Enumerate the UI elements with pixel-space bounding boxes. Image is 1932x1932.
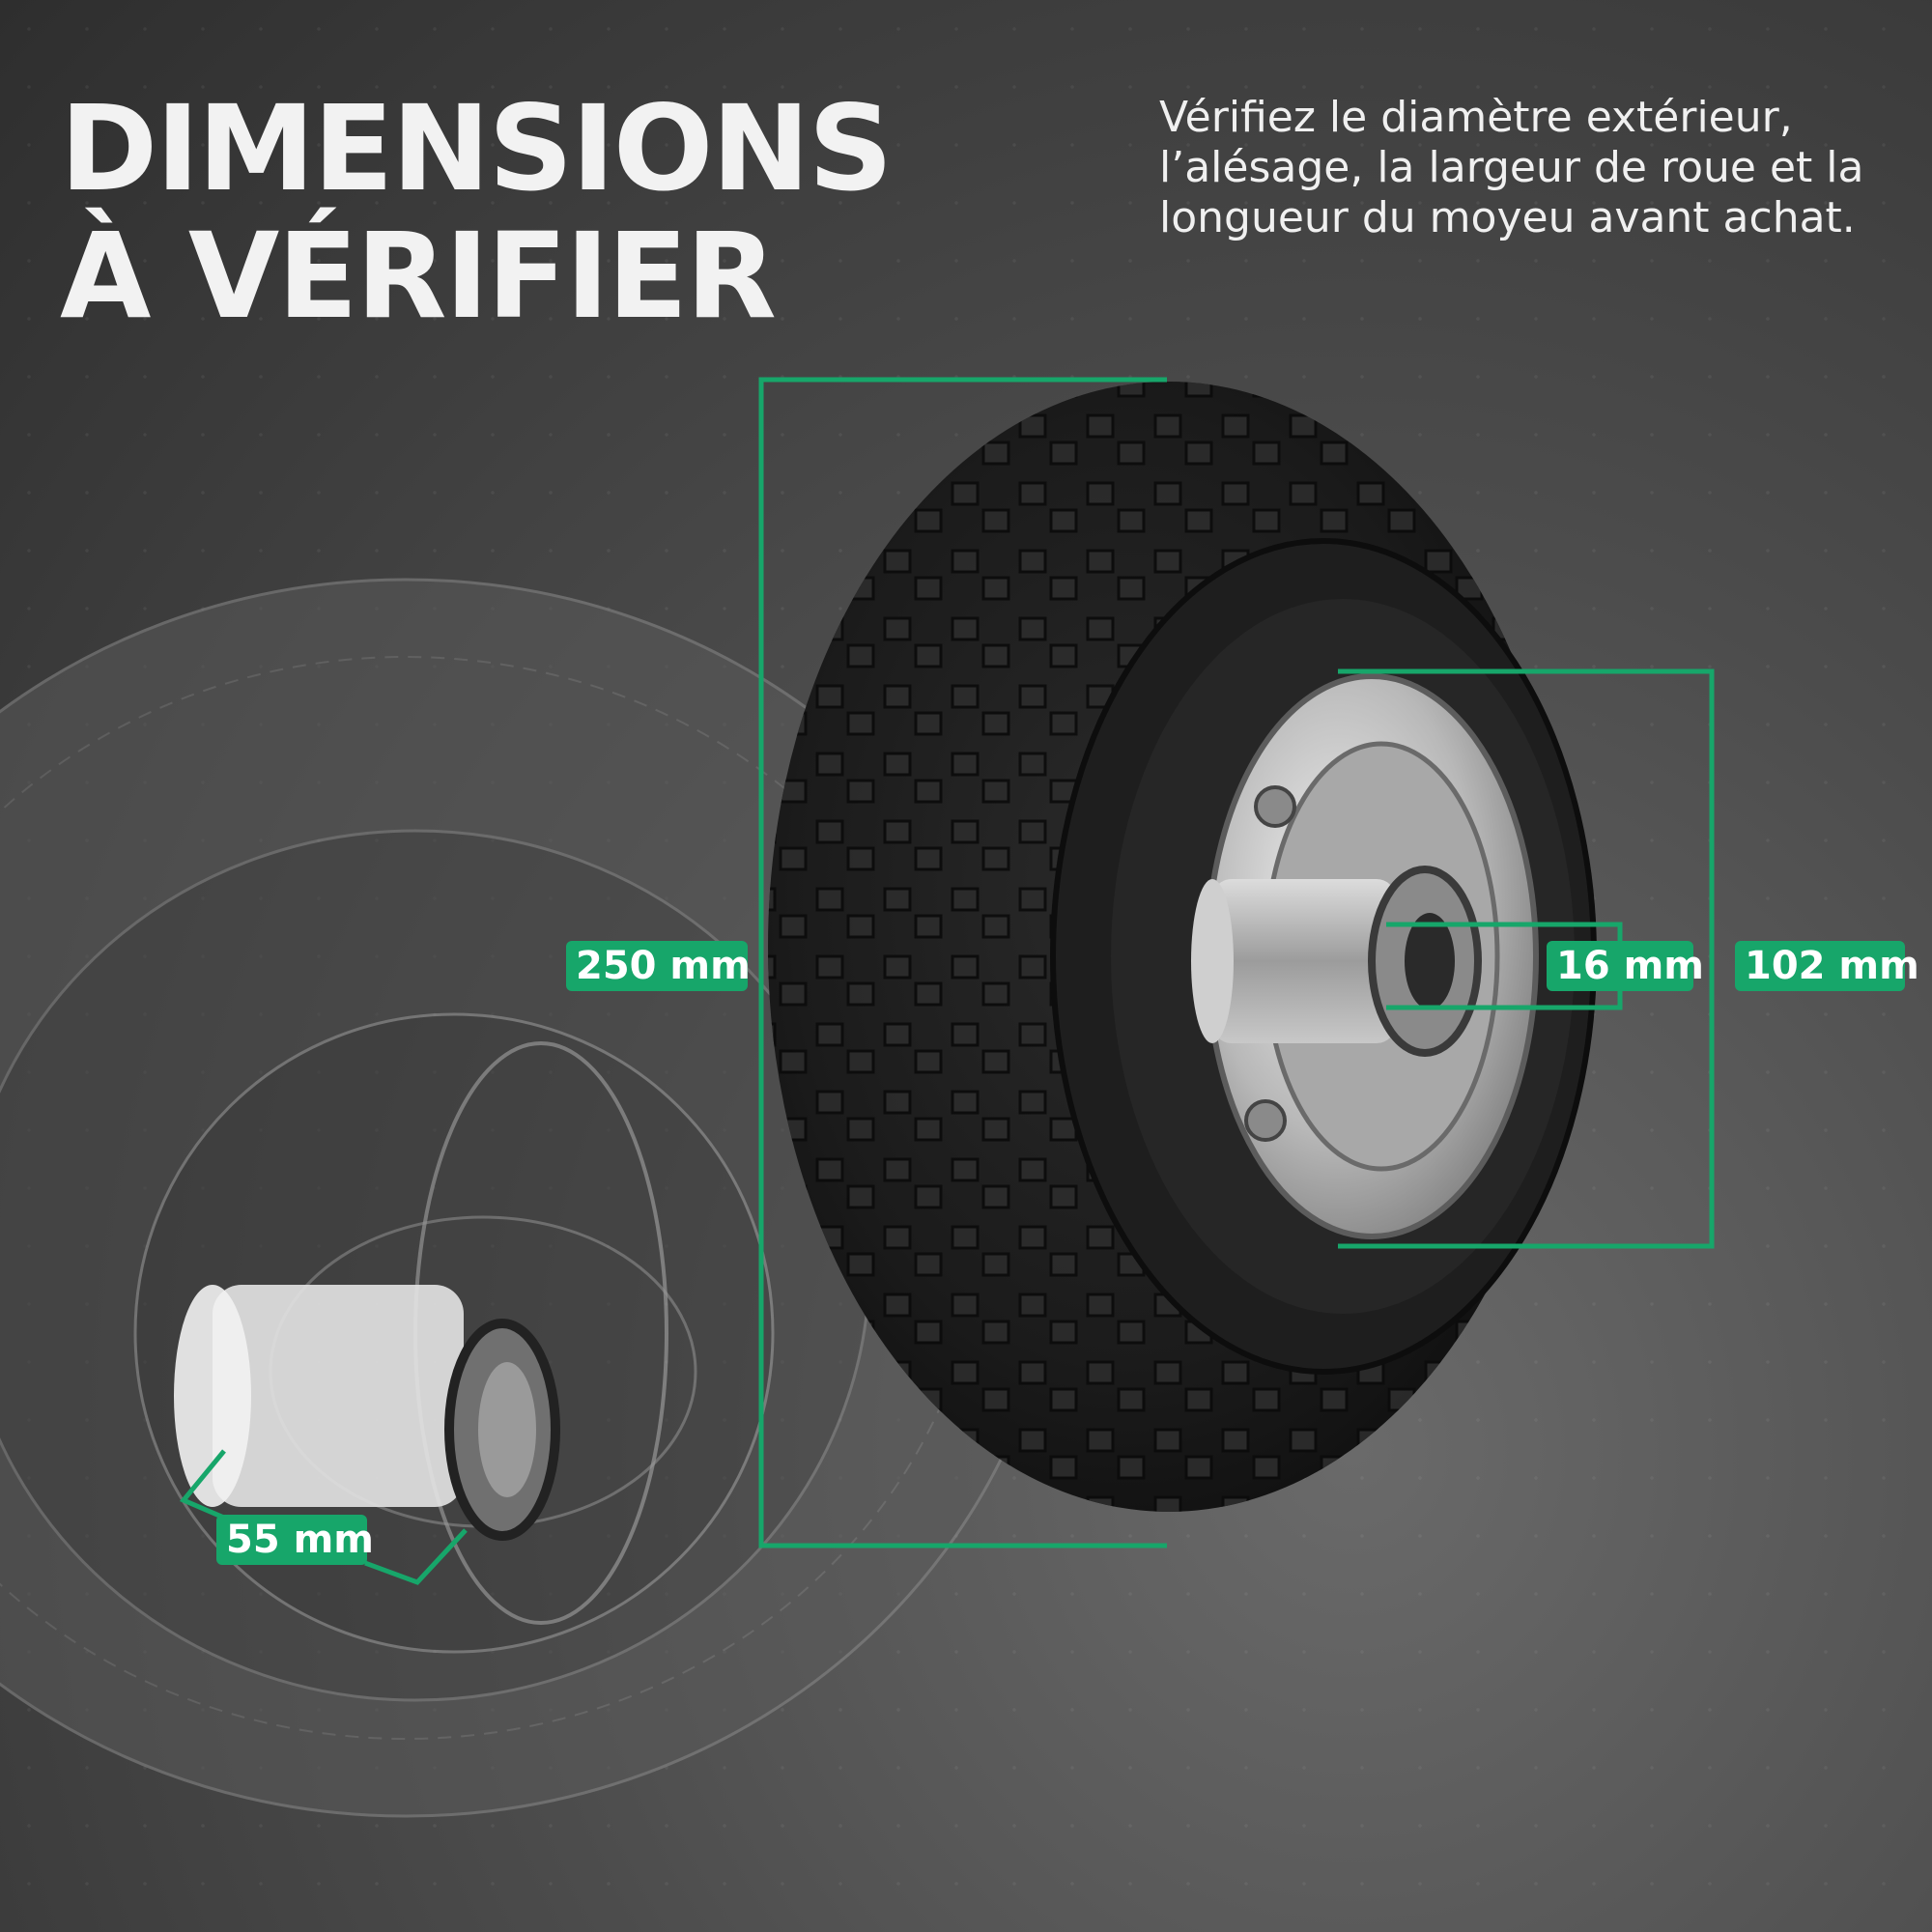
title-line-2: À VÉRIFIER	[60, 208, 777, 345]
main-wheel	[768, 382, 1597, 1512]
hub-length-label: 55 mm	[216, 1515, 374, 1565]
outer-diameter-label: 250 mm	[566, 941, 751, 991]
dimension-lines	[179, 377, 1715, 1585]
wheel-width-label: 102 mm	[1735, 941, 1919, 991]
page-title: DIMENSIONS À VÉRIFIER	[60, 80, 893, 345]
hub-length-line-2	[364, 1528, 468, 1585]
bore-label: 16 mm	[1547, 941, 1704, 991]
outer-diameter-bracket	[758, 377, 1167, 1548]
description-text: Vérifiez le diamètre extérieur, l’alésag…	[1159, 93, 1864, 242]
ghost-hub	[174, 1285, 560, 1541]
title-line-1: DIMENSIONS	[60, 80, 893, 217]
wheel-width-bracket	[1338, 668, 1715, 1249]
